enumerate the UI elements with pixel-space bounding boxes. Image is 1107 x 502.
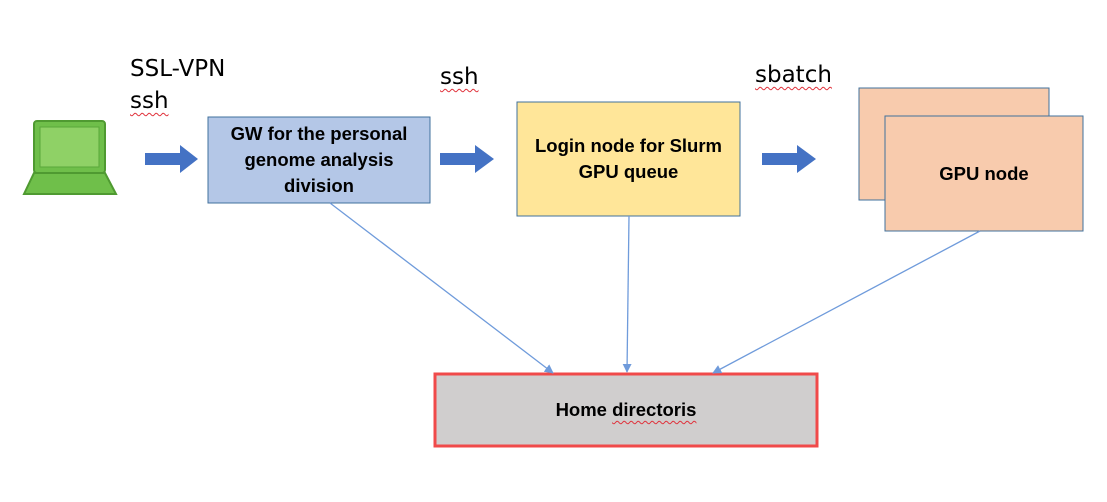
ssh-label-client: ssh: [130, 88, 169, 114]
arrow-gateway-to-login: [440, 145, 494, 173]
ssh-label-gateway: ssh: [440, 64, 479, 90]
gateway-label: GW for the personal genome analysis divi…: [230, 123, 408, 196]
login-node-label: Login node for Slurm GPU queue: [534, 135, 723, 182]
gpu-node-label: GPU node: [939, 162, 1029, 184]
home-label-prefix: Home: [555, 399, 613, 420]
laptop-icon: [22, 120, 118, 195]
connector-gateway-to-home: [329, 202, 554, 374]
arrow-laptop-to-gateway: [145, 145, 198, 173]
sbatch-label: sbatch: [755, 62, 832, 88]
home-label-word: directoris: [612, 399, 697, 420]
ssl-vpn-label: SSL-VPN: [130, 56, 226, 82]
connector-gpu-to-home: [712, 230, 981, 374]
home-directories-box: [433, 372, 819, 448]
home-directories-label: Home directoris: [435, 374, 817, 446]
gateway-box: [207, 116, 431, 204]
arrow-login-to-gpu: [762, 145, 816, 173]
gpu-node-box: [884, 115, 1084, 232]
connector-login-to-home: [622, 215, 632, 373]
login-node-box: [516, 101, 741, 217]
